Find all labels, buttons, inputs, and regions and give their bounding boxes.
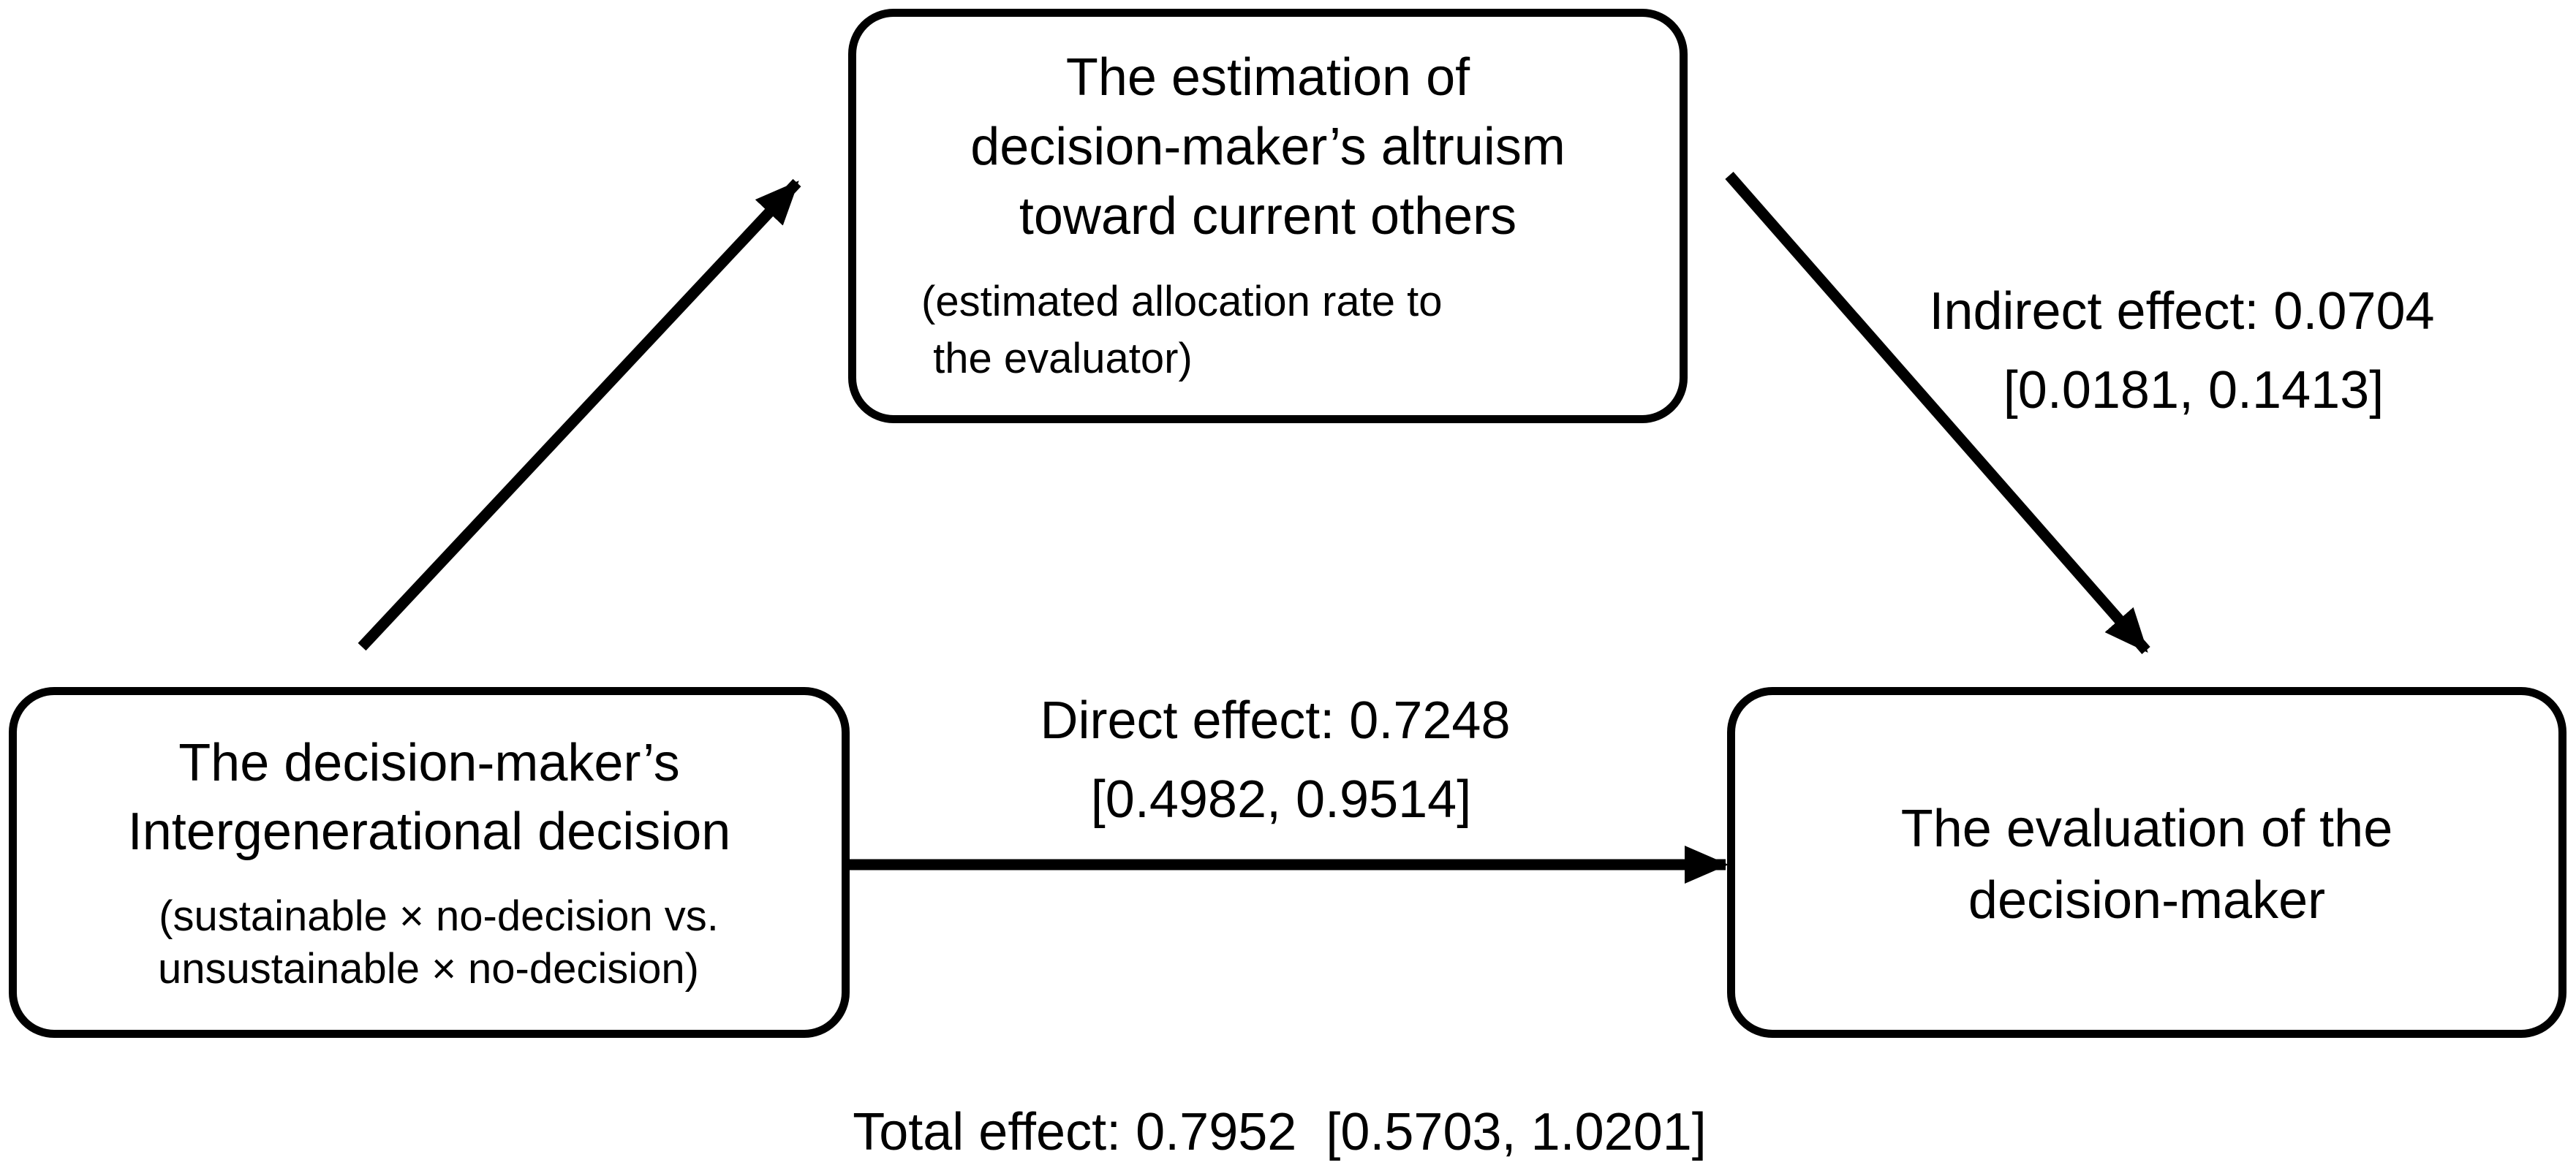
indirect-effect-ci: [0.0181, 0.1413] bbox=[2003, 361, 2384, 420]
outcome-box bbox=[1727, 687, 2566, 1038]
mediator-title-line-3: toward current others bbox=[1019, 187, 1517, 246]
mediator-note-line-1: (estimated allocation rate to bbox=[921, 278, 1443, 325]
mediator-title-line-2: decision-maker’s altruism bbox=[970, 118, 1565, 176]
mediator-box bbox=[848, 9, 1688, 423]
predictor-note-line-1: (sustainable × no-decision vs. bbox=[159, 892, 719, 940]
predictor-title-line-1: The decision-maker’s bbox=[178, 734, 680, 792]
outcome-title-line-2: decision-maker bbox=[1968, 871, 2326, 930]
predictor-note-line-2: unsustainable × no-decision) bbox=[158, 945, 699, 993]
mediator-title-line-1: The estimation of bbox=[1065, 48, 1470, 107]
total-effect-label: Total effect: 0.7952 [0.5703, 1.0201] bbox=[853, 1103, 1707, 1161]
direct-effect-ci: [0.4982, 0.9514] bbox=[1090, 770, 1472, 829]
arrow-predictor-to-mediator bbox=[358, 178, 801, 651]
predictor-box bbox=[9, 687, 850, 1038]
indirect-effect-label: Indirect effect: 0.0704 bbox=[1929, 282, 2435, 341]
mediator-note-line-2: the evaluator) bbox=[921, 335, 1193, 382]
predictor-title-line-2: Intergenerational decision bbox=[127, 803, 731, 861]
arrow-mediator-to-outcome bbox=[1725, 172, 2150, 654]
outcome-title-line-1: The evaluation of the bbox=[1900, 800, 2393, 858]
direct-effect-label: Direct effect: 0.7248 bbox=[1040, 691, 1511, 750]
